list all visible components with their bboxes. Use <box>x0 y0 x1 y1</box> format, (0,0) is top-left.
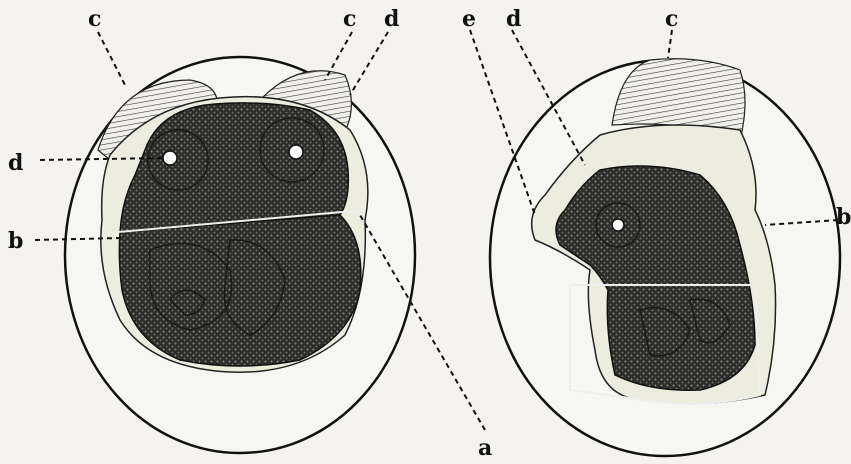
label-a: a <box>478 435 492 461</box>
label-left-c1: c <box>88 6 101 32</box>
right-eye-pupil <box>612 219 624 231</box>
label-left-b: b <box>8 228 23 254</box>
left-egg <box>65 57 415 453</box>
leader-left-c1 <box>98 32 125 85</box>
leader-right-c <box>668 30 672 58</box>
left-eye-left-pupil <box>163 151 177 165</box>
label-right-e: e <box>462 6 476 32</box>
label-left-c2: c <box>343 6 356 32</box>
left-body-mass <box>119 215 361 366</box>
label-right-b: b <box>836 204 851 230</box>
left-eye-right-pupil <box>289 145 303 159</box>
label-right-c: c <box>665 6 678 32</box>
label-left-d-side: d <box>8 150 23 176</box>
label-left-d-top: d <box>384 6 399 32</box>
right-egg <box>490 59 840 456</box>
label-right-d: d <box>506 6 521 32</box>
leader-left-d-top <box>350 32 388 95</box>
